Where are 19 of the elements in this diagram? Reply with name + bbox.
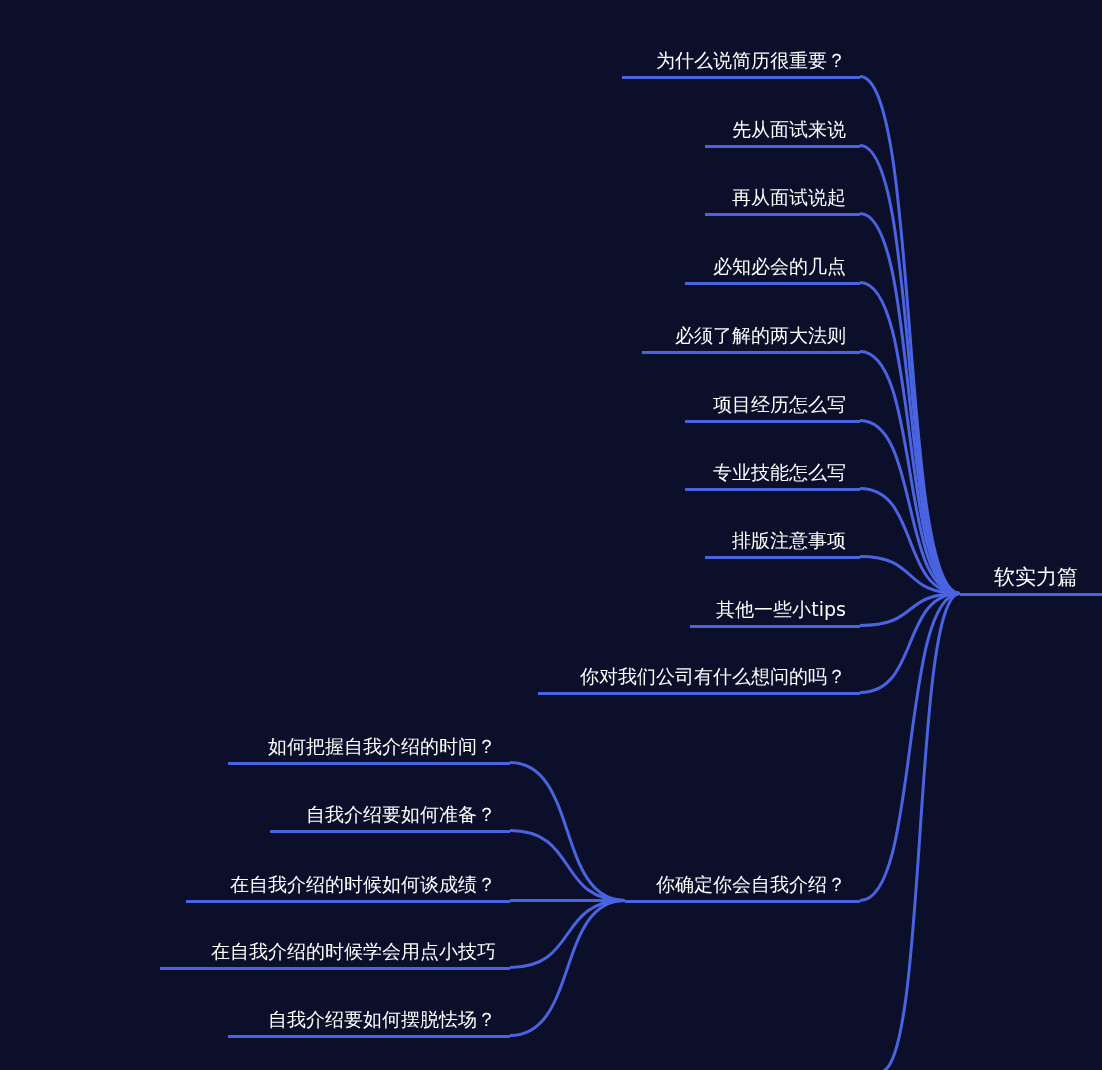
topic-text: 必须了解的两大法则 [675, 323, 846, 348]
topic-text: 自我介绍要如何准备？ [306, 802, 496, 827]
topic-text: 在自我介绍的时候如何谈成绩？ [230, 872, 496, 897]
topic-text: 专业技能怎么写 [713, 460, 846, 485]
topic-text: 必知必会的几点 [713, 254, 846, 279]
topic-text: 自我介绍要如何摆脱怯场？ [268, 1007, 496, 1032]
topic-text: 软实力篇 [994, 564, 1078, 591]
branch-line [859, 212, 961, 595]
topic-text: 在自我介绍的时候学会用点小技巧 [211, 939, 496, 964]
topic-text: 如何把握自我介绍的时间？ [268, 734, 496, 759]
topic-text: 你对我们公司有什么想问的吗？ [580, 664, 846, 689]
topic-text: 为什么说简历很重要？ [656, 48, 846, 73]
topic-text: 再从面试说起 [732, 185, 846, 210]
topic-text: 你确定你会自我介绍？ [656, 872, 846, 897]
topic-text: 排版注意事项 [732, 528, 846, 553]
topic-text: 项目经历怎么写 [713, 392, 846, 417]
topic-text: 先从面试来说 [732, 117, 846, 142]
branch-line [509, 899, 626, 1037]
topic-text: 其他一些小tips [716, 597, 846, 622]
